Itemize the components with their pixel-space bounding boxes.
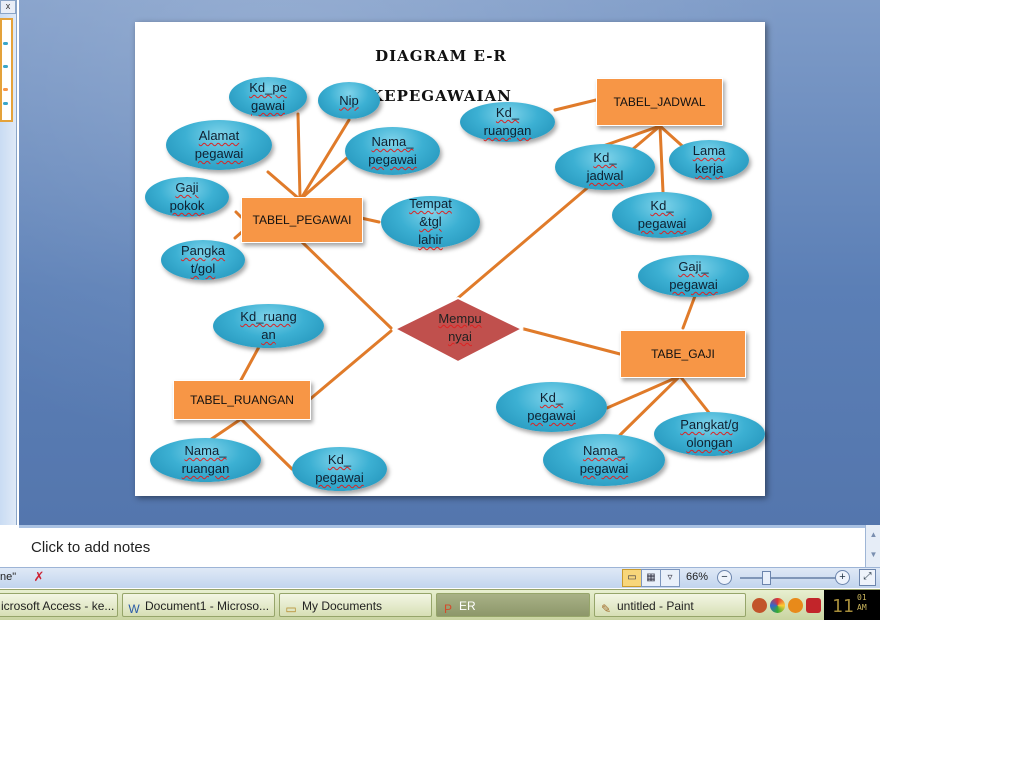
zoom-slider-thumb[interactable] [762,571,771,585]
taskbar-my-documents[interactable]: ▭ My Documents [279,593,432,617]
powerpoint-window: x [0,0,880,620]
attr-nama-pegawai[interactable]: Nama_ pegawai [345,127,440,175]
attr-gaji-gaji-pegawai[interactable]: Gaji_ pegawai [638,255,749,297]
taskbar-label: Document1 - Microso... [145,599,270,613]
relationship-diamond[interactable] [392,296,525,364]
thumb-shape [3,102,8,105]
attr-nip[interactable]: Nip [318,82,380,119]
updater-icon[interactable] [788,598,803,613]
attr-jadwal-kd-ruangan[interactable]: Kd_ ruangan [460,102,555,142]
taskbar-label: untitled - Paint [617,599,694,613]
attr-label: Kd_ pegawai [637,198,687,231]
antivirus-icon[interactable] [806,598,821,613]
entity-ruangan[interactable]: TABEL_RUANGAN [173,380,311,420]
attr-label: Pangkat/g olongan [680,417,739,450]
slides-panel: x [0,0,17,525]
notes-placeholder[interactable]: Click to add notes [31,539,151,556]
attr-jadwal-lama-kerja[interactable]: Lama kerja [669,140,749,180]
taskbar-word[interactable]: W Document1 - Microso... [122,593,275,617]
slideshow-icon[interactable]: ▿ [660,569,680,587]
attr-alamat-pegawai[interactable]: Alamat pegawai [166,120,272,170]
attr-label: Nama_ pegawai [579,443,629,476]
scroll-down-icon[interactable]: ▼ [869,550,878,559]
chrome-icon[interactable] [770,598,785,613]
attr-label: Kd_ruang an [240,309,297,342]
folder-icon: ▭ [285,602,297,616]
diagram-title-line2: KEPEGAWAIAN [370,87,512,105]
attr-ruangan-kd-pegawai[interactable]: Kd_ pegawai [292,447,387,491]
clock-minute: 01 [857,593,867,602]
zoom-in-icon[interactable]: + [835,570,850,585]
notes-scrollbar[interactable]: ▲ ▼ [865,525,880,567]
zoom-level[interactable]: 66% [686,571,709,583]
attr-label: Gaji_ pegawai [669,259,718,292]
spelling-icon[interactable]: ✗ [33,569,45,584]
attr-gaji-pangkat-golongan[interactable]: Pangkat/g olongan [654,412,765,456]
attr-label: Gaji pokok [169,180,205,213]
zoom-slider-track[interactable] [740,577,836,579]
entity-gaji[interactable]: TABE_GAJI [620,330,746,378]
scroll-up-icon[interactable]: ▲ [869,530,878,539]
slide-sorter-icon[interactable]: ▦ [641,569,661,587]
zoom-out-icon[interactable]: − [717,570,732,585]
notes-pane[interactable]: Click to add notes [19,525,865,570]
attr-label: Nip [339,92,359,108]
attr-gaji-pokok[interactable]: Gaji pokok [145,177,229,217]
attr-pangkat-gol[interactable]: Pangka t/gol [161,240,245,280]
attr-label: Lama kerja [692,143,726,176]
slide-canvas[interactable]: DIAGRAM E-R KEPEGAWAIAN Mempu nyai TABEL… [135,22,765,496]
thumb-shape [3,42,8,45]
attr-gaji-kd-pegawai[interactable]: Kd_ pegawai [496,382,607,432]
attr-ruangan-kd-ruangan[interactable]: Kd_ruang an [213,304,324,348]
attr-jadwal-kd-jadwal[interactable]: Kd_ jadwal [555,144,655,190]
status-bar: ne" ✗ ▭ ▦ ▿ 66% − + ⤢ [0,567,880,588]
attr-label: Kd_ jadwal [586,150,624,183]
taskbar-paint[interactable]: ✎ untitled - Paint [594,593,746,617]
attr-kd-pegawai[interactable]: Kd_pe gawai [229,77,307,117]
attr-ruangan-nama-ruangan[interactable]: Nama_ ruangan [150,438,261,482]
attr-label: Kd_ pegawai [315,452,364,485]
system-tray [748,590,824,620]
taskbar-label: icrosoft Access - ke... [1,599,115,613]
slide-thumbnail[interactable] [0,18,13,122]
attr-label: Tempat &tgl lahir [409,196,452,247]
entity-pegawai[interactable]: TABEL_PEGAWAI [241,197,363,243]
tray-arrow-icon[interactable] [752,598,767,613]
thumb-shape [3,88,8,91]
taskbar-er-powerpoint[interactable]: P ER [436,593,590,617]
normal-view-icon[interactable]: ▭ [622,569,642,587]
fit-window-icon[interactable]: ⤢ [859,569,876,586]
entity-jadwal[interactable]: TABEL_JADWAL [596,78,723,126]
taskbar-access[interactable]: icrosoft Access - ke... [0,593,118,617]
taskbar-label: ER [459,599,476,613]
diagram-title-line1: DIAGRAM E-R [375,47,507,65]
attr-label: Pangka t/gol [180,243,226,276]
attr-label: Kd_pe gawai [249,80,287,113]
status-theme-text: ne" [0,571,17,583]
connector-lines [208,98,712,471]
powerpoint-icon: P [443,602,452,616]
word-icon: W [128,602,140,616]
diagram-title[interactable]: DIAGRAM E-R KEPEGAWAIAN [321,26,561,106]
attr-label: Kd_ ruangan [483,105,532,138]
windows-taskbar: icrosoft Access - ke... W Document1 - Mic… [0,589,880,620]
taskbar-label: My Documents [302,599,383,613]
thumb-shape [3,65,8,68]
relationship-label: Mempu nyai [438,311,482,344]
close-panel-icon[interactable]: x [0,0,16,14]
attr-label: Nama_ pegawai [368,134,417,167]
paint-icon: ✎ [600,602,612,616]
attr-gaji-nama-pegawai[interactable]: Nama_ pegawai [543,434,665,486]
attr-label: Alamat pegawai [194,128,244,161]
attr-tempat-tgl-lahir[interactable]: Tempat &tgl lahir [381,196,480,248]
clock-hour: 11 [832,596,854,617]
clock-ampm: AM [857,603,867,612]
attr-jadwal-kd-pegawai[interactable]: Kd_ pegawai [612,192,712,238]
attr-label: Nama_ ruangan [181,443,230,476]
attr-label: Kd_ pegawai [527,390,576,423]
